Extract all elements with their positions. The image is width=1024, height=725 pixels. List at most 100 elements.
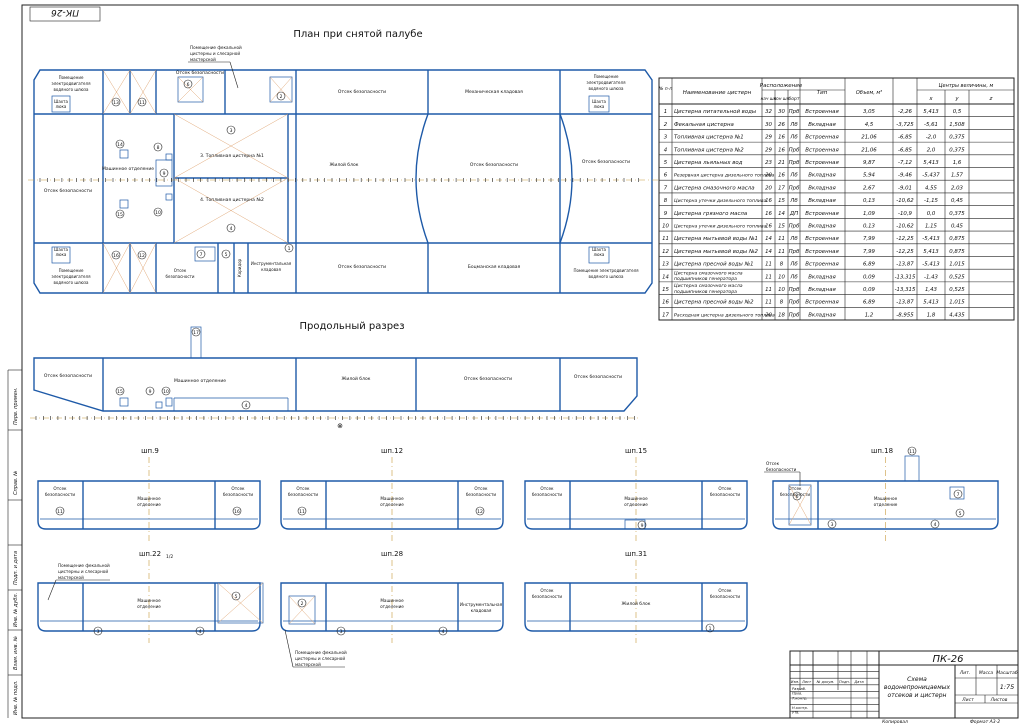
section-left-label: Отсек bbox=[788, 486, 802, 491]
table-cell: 6,89 bbox=[863, 262, 876, 268]
tank-marker-number: 2 bbox=[301, 601, 304, 607]
tb-col-label: Подп. bbox=[839, 680, 850, 684]
section-mid-label: Жилой блок bbox=[622, 600, 651, 607]
svg-text:1: 1 bbox=[288, 246, 291, 252]
table-cell: -2,0 bbox=[926, 135, 937, 141]
svg-text:12: 12 bbox=[139, 253, 145, 259]
table-cell: -2,26 bbox=[898, 109, 913, 115]
table-cell: -10,62 bbox=[896, 198, 914, 204]
table-cell: Вкладная bbox=[808, 287, 836, 293]
section-right-label: безопасности bbox=[223, 492, 254, 497]
tank-marker-number: 3 bbox=[340, 629, 343, 635]
svg-text:кладовая: кладовая bbox=[261, 267, 281, 272]
tank-marker bbox=[93, 626, 103, 636]
table-cell: Прб bbox=[789, 160, 800, 166]
svg-text:15: 15 bbox=[117, 212, 123, 218]
table-cell: 1,15 bbox=[925, 224, 938, 230]
engine-room-plan: Машинное отделение bbox=[102, 166, 154, 172]
cofferdam-fwd: Отсек безопасности bbox=[582, 159, 630, 165]
table-cell: 9 bbox=[664, 211, 668, 217]
svg-text:9: 9 bbox=[163, 171, 166, 177]
living-block-plan: Жилой блок bbox=[330, 161, 359, 168]
tb-role: Утв. bbox=[792, 711, 800, 715]
table-cell: 0,13 bbox=[863, 224, 876, 230]
cross-sections: шп.9ОтсекбезопасностиМашинноеотделениеОт… bbox=[37, 446, 999, 643]
table-cell: 10 bbox=[778, 274, 785, 280]
table-cell: Встроенная bbox=[805, 300, 839, 306]
table-cell: 1,508 bbox=[949, 122, 965, 128]
table-cell: Цистерна пресной воды №2 bbox=[674, 300, 754, 306]
section-notes: Помещение фекальной цистерны и слесарной… bbox=[47, 461, 801, 668]
svg-text:электродвигателя: электродвигателя bbox=[587, 80, 627, 85]
tank-marker bbox=[792, 491, 802, 501]
table-cell: Лб bbox=[789, 173, 798, 179]
shaft-top-right: Шахта bbox=[592, 99, 606, 104]
s28-note-1: Помещение фекальной bbox=[295, 650, 347, 655]
table-cell: Цистерна питательной воды bbox=[674, 109, 757, 115]
tank-marker bbox=[930, 519, 940, 529]
section-title: шп.15 bbox=[625, 447, 647, 455]
tank-marker-number: 5 bbox=[235, 594, 238, 600]
cofferdam-mid: Отсек безопасности bbox=[470, 162, 518, 168]
tank-marker bbox=[475, 506, 485, 516]
plan-view bbox=[28, 69, 658, 294]
table-cell: 5,413 bbox=[923, 109, 939, 115]
table-cell: -6,85 bbox=[898, 147, 913, 153]
tank-marker-number: 4 bbox=[199, 629, 202, 635]
th-loc-to: кон шп bbox=[774, 96, 790, 101]
section-mid-label: отделение bbox=[624, 502, 648, 507]
table-cell: Цистерна смазочного масла bbox=[674, 271, 743, 277]
tank-marker-number: 3 bbox=[831, 522, 834, 528]
strip-label-5: Взам. инв. № bbox=[13, 636, 19, 670]
fuel-tank-1-label: 3. Топливная цистерна №1 bbox=[200, 153, 264, 159]
table-cell: Встроенная bbox=[805, 109, 839, 115]
table-cell: подшипников генератора bbox=[674, 290, 737, 295]
tb-title: отсеков и цистерн bbox=[888, 692, 947, 699]
table-cell: 0,45 bbox=[951, 198, 964, 204]
table-cell: 1,43 bbox=[925, 287, 938, 293]
tank-marker-number: 7 bbox=[957, 492, 960, 498]
section-right-label: Инструментальная bbox=[460, 602, 503, 607]
table-cell: Цистерна утечки дизельного топлива bbox=[674, 198, 767, 204]
tank-marker bbox=[55, 506, 65, 516]
table-cell: 2 bbox=[664, 122, 668, 128]
table-cell: 1,09 bbox=[863, 211, 876, 217]
table-cell: Цистерна утечки дизельного топлива bbox=[674, 224, 767, 230]
table-cell: 8 bbox=[780, 262, 784, 268]
tb-col-label: № докум. bbox=[816, 680, 835, 684]
strip-label-3: Подп. и дата bbox=[13, 551, 19, 585]
table-cell: Встроенная bbox=[805, 160, 839, 166]
tank-marker-number: 11 bbox=[909, 449, 915, 455]
tank-marker-number: 12 bbox=[477, 509, 483, 515]
svg-text:9: 9 bbox=[149, 389, 152, 395]
table-cell: -1,43 bbox=[924, 274, 939, 280]
section-title-fraction: 1/2 bbox=[166, 554, 173, 560]
tank-marker-number: 9 bbox=[641, 523, 644, 529]
table-cell: 2,03 bbox=[951, 185, 964, 191]
table-cell: 0,375 bbox=[949, 211, 965, 217]
table-cell: 4,435 bbox=[949, 312, 965, 318]
table-cell: -13,87 bbox=[896, 262, 914, 268]
section-left-label: безопасности bbox=[45, 492, 76, 497]
svg-text:10: 10 bbox=[155, 210, 161, 216]
filing-strip: Перв. примен. Справ. № Подп. и дата Инв.… bbox=[8, 369, 22, 716]
table-cell: 1,015 bbox=[949, 262, 965, 268]
table-cell: Встроенная bbox=[805, 236, 839, 242]
svg-text:4: 4 bbox=[245, 403, 248, 409]
th-no: № п-п bbox=[658, 86, 673, 92]
gen-room-bot-left: Помещение bbox=[59, 268, 84, 273]
strip-label-1: Перв. примен. bbox=[13, 387, 19, 425]
section-right-label: Отсек bbox=[718, 486, 732, 491]
table-cell: -1,15 bbox=[924, 198, 939, 204]
cofferdam-bot-a: Отсек bbox=[174, 268, 187, 273]
tank-marker-number: 4 bbox=[442, 629, 445, 635]
tb-title: Схема bbox=[907, 676, 927, 683]
top-stamp-box bbox=[29, 6, 101, 22]
table-cell: -5,413 bbox=[922, 236, 940, 242]
table-cell: 23 bbox=[765, 160, 772, 166]
strip-label-6: Инв. № подл. bbox=[13, 681, 19, 716]
table-cell: 30 bbox=[765, 122, 772, 128]
th-name: Наименование цистерн bbox=[683, 90, 752, 96]
tb-sheets: Листов bbox=[990, 697, 1008, 703]
